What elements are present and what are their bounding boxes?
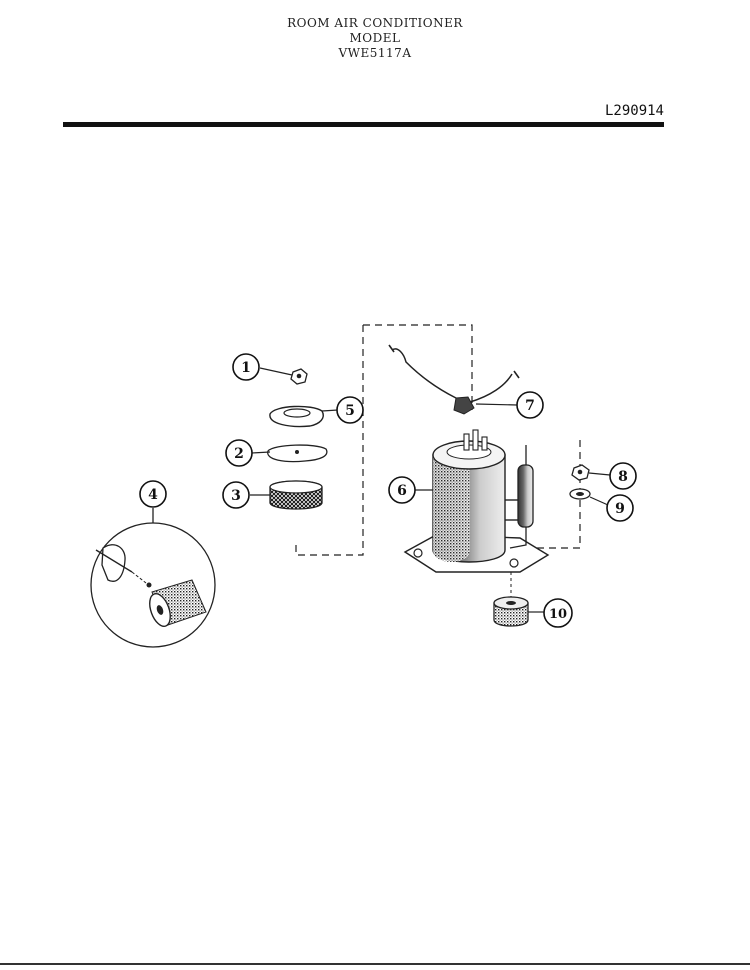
- part-2-gasket: [251, 444, 328, 463]
- callout-7-label: 7: [525, 398, 535, 414]
- callout-4: 4: [139, 480, 167, 508]
- callout-3-label: 3: [231, 488, 241, 504]
- title-model-label: MODEL: [349, 31, 401, 45]
- callout-8-label: 8: [618, 469, 628, 485]
- callout-10: 10: [543, 598, 573, 628]
- callout-3: 3: [222, 481, 250, 509]
- part-3-mesh-sleeve: [250, 480, 323, 510]
- part-6-compressor: [403, 429, 550, 573]
- footer-rule: [0, 963, 750, 965]
- callout-6-label: 6: [397, 483, 407, 499]
- callout-9-label: 9: [615, 501, 625, 517]
- callout-1-label: 1: [241, 360, 251, 376]
- part-9-washer: [569, 488, 609, 506]
- callout-5-label: 5: [345, 403, 355, 419]
- part-10-grommet: [493, 572, 544, 627]
- callout-10-label: 10: [549, 607, 567, 622]
- part-5-terminal-cover: [269, 405, 339, 428]
- part-4-filter-assembly: [90, 508, 216, 648]
- callout-5: 5: [336, 396, 364, 424]
- title-model-number: VWE5117A: [338, 46, 412, 60]
- callout-1: 1: [232, 353, 260, 381]
- part-1-nut: [259, 367, 308, 385]
- callout-4-label: 4: [148, 487, 158, 503]
- header-rule: [63, 122, 664, 127]
- reference-code: L290914: [604, 103, 664, 119]
- callout-9: 9: [606, 494, 634, 522]
- callout-8: 8: [609, 462, 637, 490]
- part-8-nut: [571, 464, 611, 481]
- title-product: ROOM AIR CONDITIONER: [287, 16, 463, 30]
- part-7-overload-protector: [388, 344, 520, 415]
- callout-6: 6: [388, 476, 416, 504]
- callout-2-label: 2: [234, 446, 244, 462]
- callout-2: 2: [225, 439, 253, 467]
- callout-7: 7: [516, 391, 544, 419]
